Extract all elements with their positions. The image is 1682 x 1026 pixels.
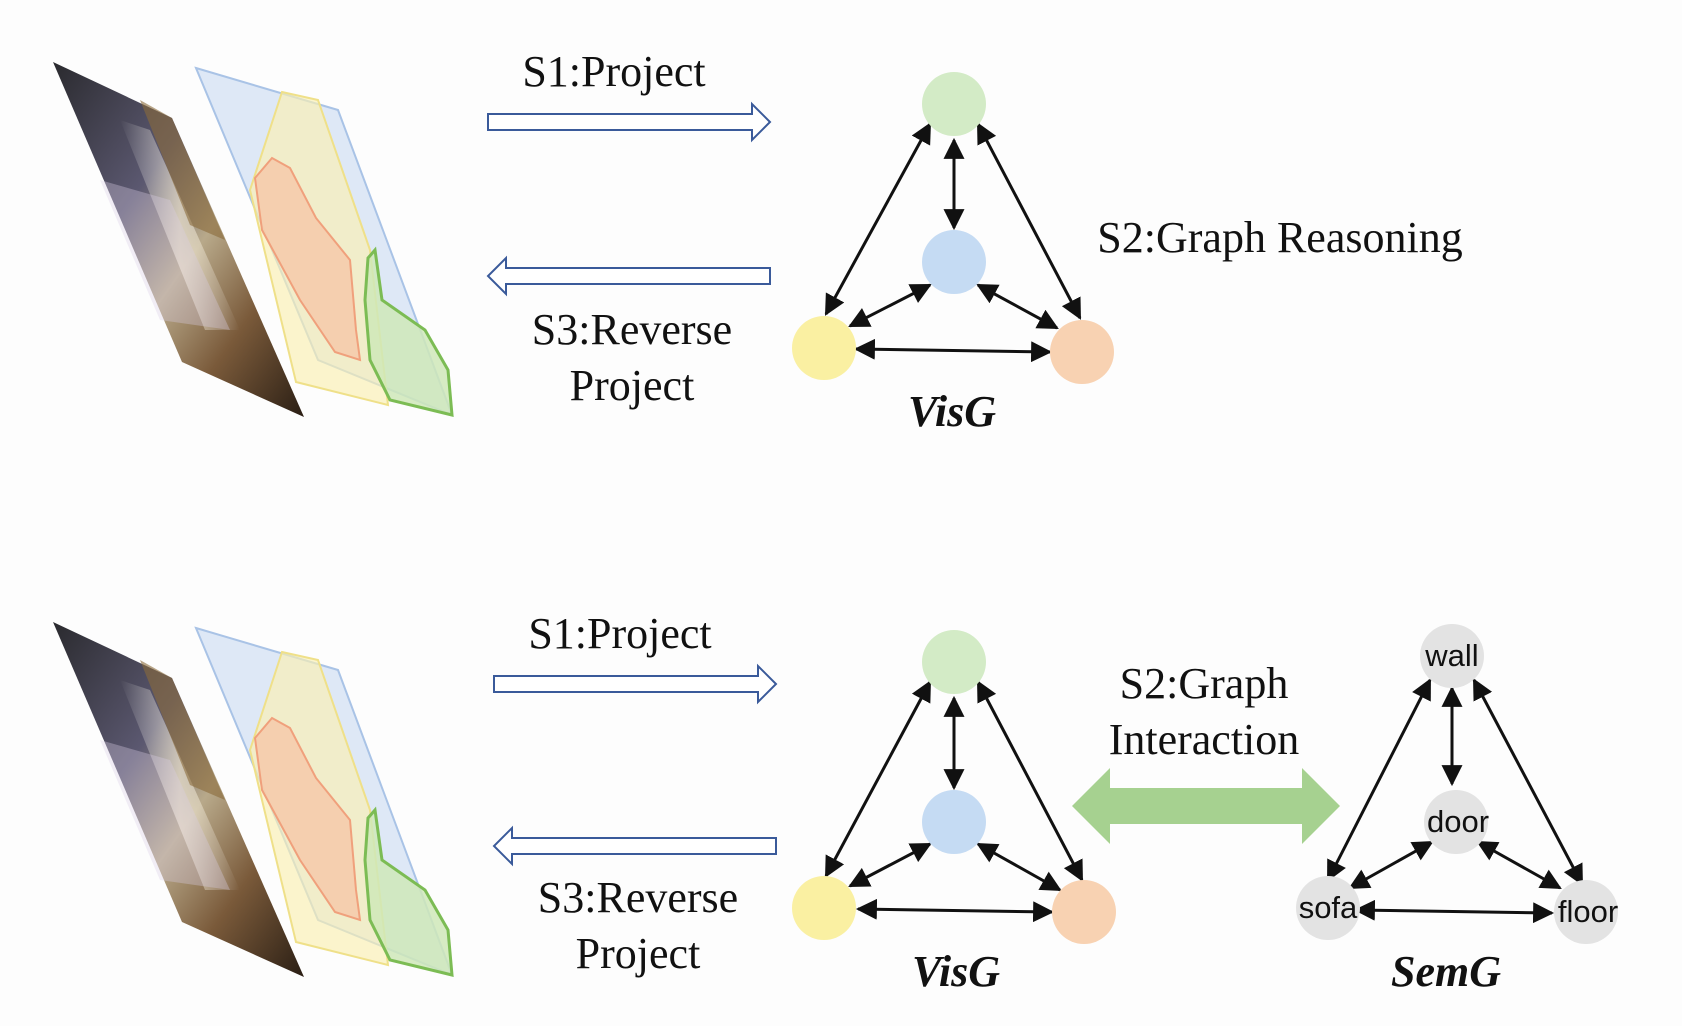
edge-top-blue-orange [976,283,1059,330]
top-segmentation-layer [194,66,454,417]
top-photo-layer [53,62,304,417]
bottom-image-stack [53,622,454,977]
bottom-photo-layer [53,622,304,977]
semg-node-floor [1554,880,1618,944]
top-visg-node-green [922,72,986,136]
top-reverse-project-arrow [486,255,771,297]
semg-node-wall [1420,624,1484,688]
bottom-project-arrow [493,663,778,705]
top-project-arrow [487,101,772,143]
bottom-visg-label: VisG [912,947,1000,996]
bottom-visg-node-green [922,630,986,694]
bottom-visg-node-blue [922,790,986,854]
interaction-label-line1: S2:Graph [1120,659,1289,708]
top-visg-node-yellow [792,316,856,380]
graph-interaction-arrow [1072,768,1340,844]
top-reasoning-label: S2:Graph Reasoning [1097,213,1462,262]
top-visg-graph [792,72,1114,384]
bottom-visg-node-orange [1052,880,1116,944]
edge-door-sofa [1348,840,1434,890]
edge-bottom-green-orange [976,680,1084,882]
top-image-stack [53,62,454,417]
edge-bottom-blue-orange [976,842,1062,892]
semg-label: SemG [1391,947,1501,996]
top-visg-edges [824,122,1082,363]
top-visg-node-blue [922,230,986,294]
edge-bottom-green-yellow [824,680,932,878]
edge-bottom-blue-yellow [848,842,932,888]
edge-top-green-orange [976,122,1082,320]
bottom-segmentation-layer [194,626,454,977]
edge-wall-floor [1472,678,1584,886]
edge-top-green-yellow [824,122,932,316]
top-reverse-label-line2: Project [570,361,695,410]
semg-graph: wall door sofa floor [1296,624,1618,944]
bottom-reverse-label-line2: Project [576,929,701,978]
bottom-visg-edges [824,680,1084,923]
semg-node-sofa [1296,876,1360,940]
top-visg-node-orange [1050,320,1114,384]
bottom-visg-node-yellow [792,876,856,940]
bottom-visg-graph [792,630,1116,944]
interaction-label-line2: Interaction [1109,715,1300,764]
edge-wall-sofa [1326,678,1432,882]
bottom-project-label: S1:Project [528,609,711,658]
edge-sofa-floor [1353,899,1555,924]
bottom-reverse-project-arrow [492,825,777,867]
semg-edges [1326,678,1584,924]
semg-node-wall-label: wall [1424,638,1478,673]
edge-top-blue-yellow [848,283,932,328]
bottom-reverse-label-line1: S3:Reverse [538,873,738,922]
semg-node-sofa-label: sofa [1299,890,1358,925]
top-reverse-label-line1: S3:Reverse [532,305,732,354]
edge-bottom-yellow-orange [855,898,1055,923]
edge-top-yellow-orange [853,338,1053,363]
semg-node-door-label: door [1427,804,1489,839]
edge-door-floor [1476,840,1562,890]
semg-node-floor-label: floor [1558,894,1618,929]
top-project-label: S1:Project [522,47,705,96]
semg-node-door [1424,790,1488,854]
top-visg-label: VisG [908,387,996,436]
